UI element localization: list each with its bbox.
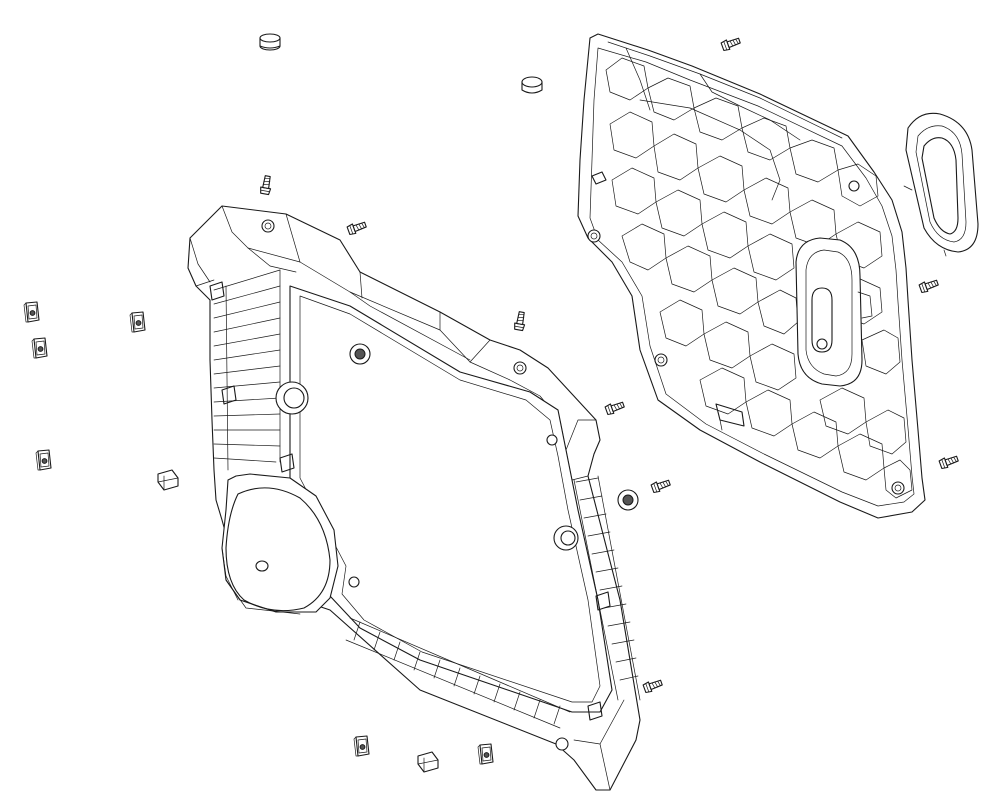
cylinder-cap: [259, 33, 281, 51]
oval-gasket-ring: [903, 112, 979, 257]
oval-port-housing: [795, 237, 873, 387]
snap-clip: [417, 751, 439, 773]
clip-nut: [23, 301, 494, 765]
screw: [346, 221, 367, 236]
snap-clip: [157, 469, 179, 491]
screw: [650, 479, 671, 494]
rear-housing-panel: [577, 33, 926, 519]
clip-nut: [129, 311, 146, 333]
screw: [720, 37, 741, 52]
clip-nut: [23, 301, 40, 323]
screw: [604, 401, 625, 416]
left-rib-strip: [213, 269, 281, 471]
hex-rib-grid: [605, 57, 913, 499]
screw: [260, 37, 959, 694]
clip-nut: [31, 337, 48, 359]
rubber-grommet: [617, 489, 639, 511]
clip-nut: [35, 449, 52, 471]
screw: [918, 279, 939, 294]
front-housing-frame: [187, 205, 641, 791]
screw: [642, 679, 663, 694]
cylinder-cap: [521, 76, 543, 94]
bottom-rib-strip: [345, 617, 571, 729]
clip-nut: [353, 735, 370, 757]
screw: [514, 311, 526, 332]
clip-nut: [477, 743, 494, 765]
round-fan-cover: [221, 473, 339, 615]
right-rib-strip: [573, 475, 641, 701]
screw: [260, 175, 272, 196]
screw: [938, 455, 959, 470]
